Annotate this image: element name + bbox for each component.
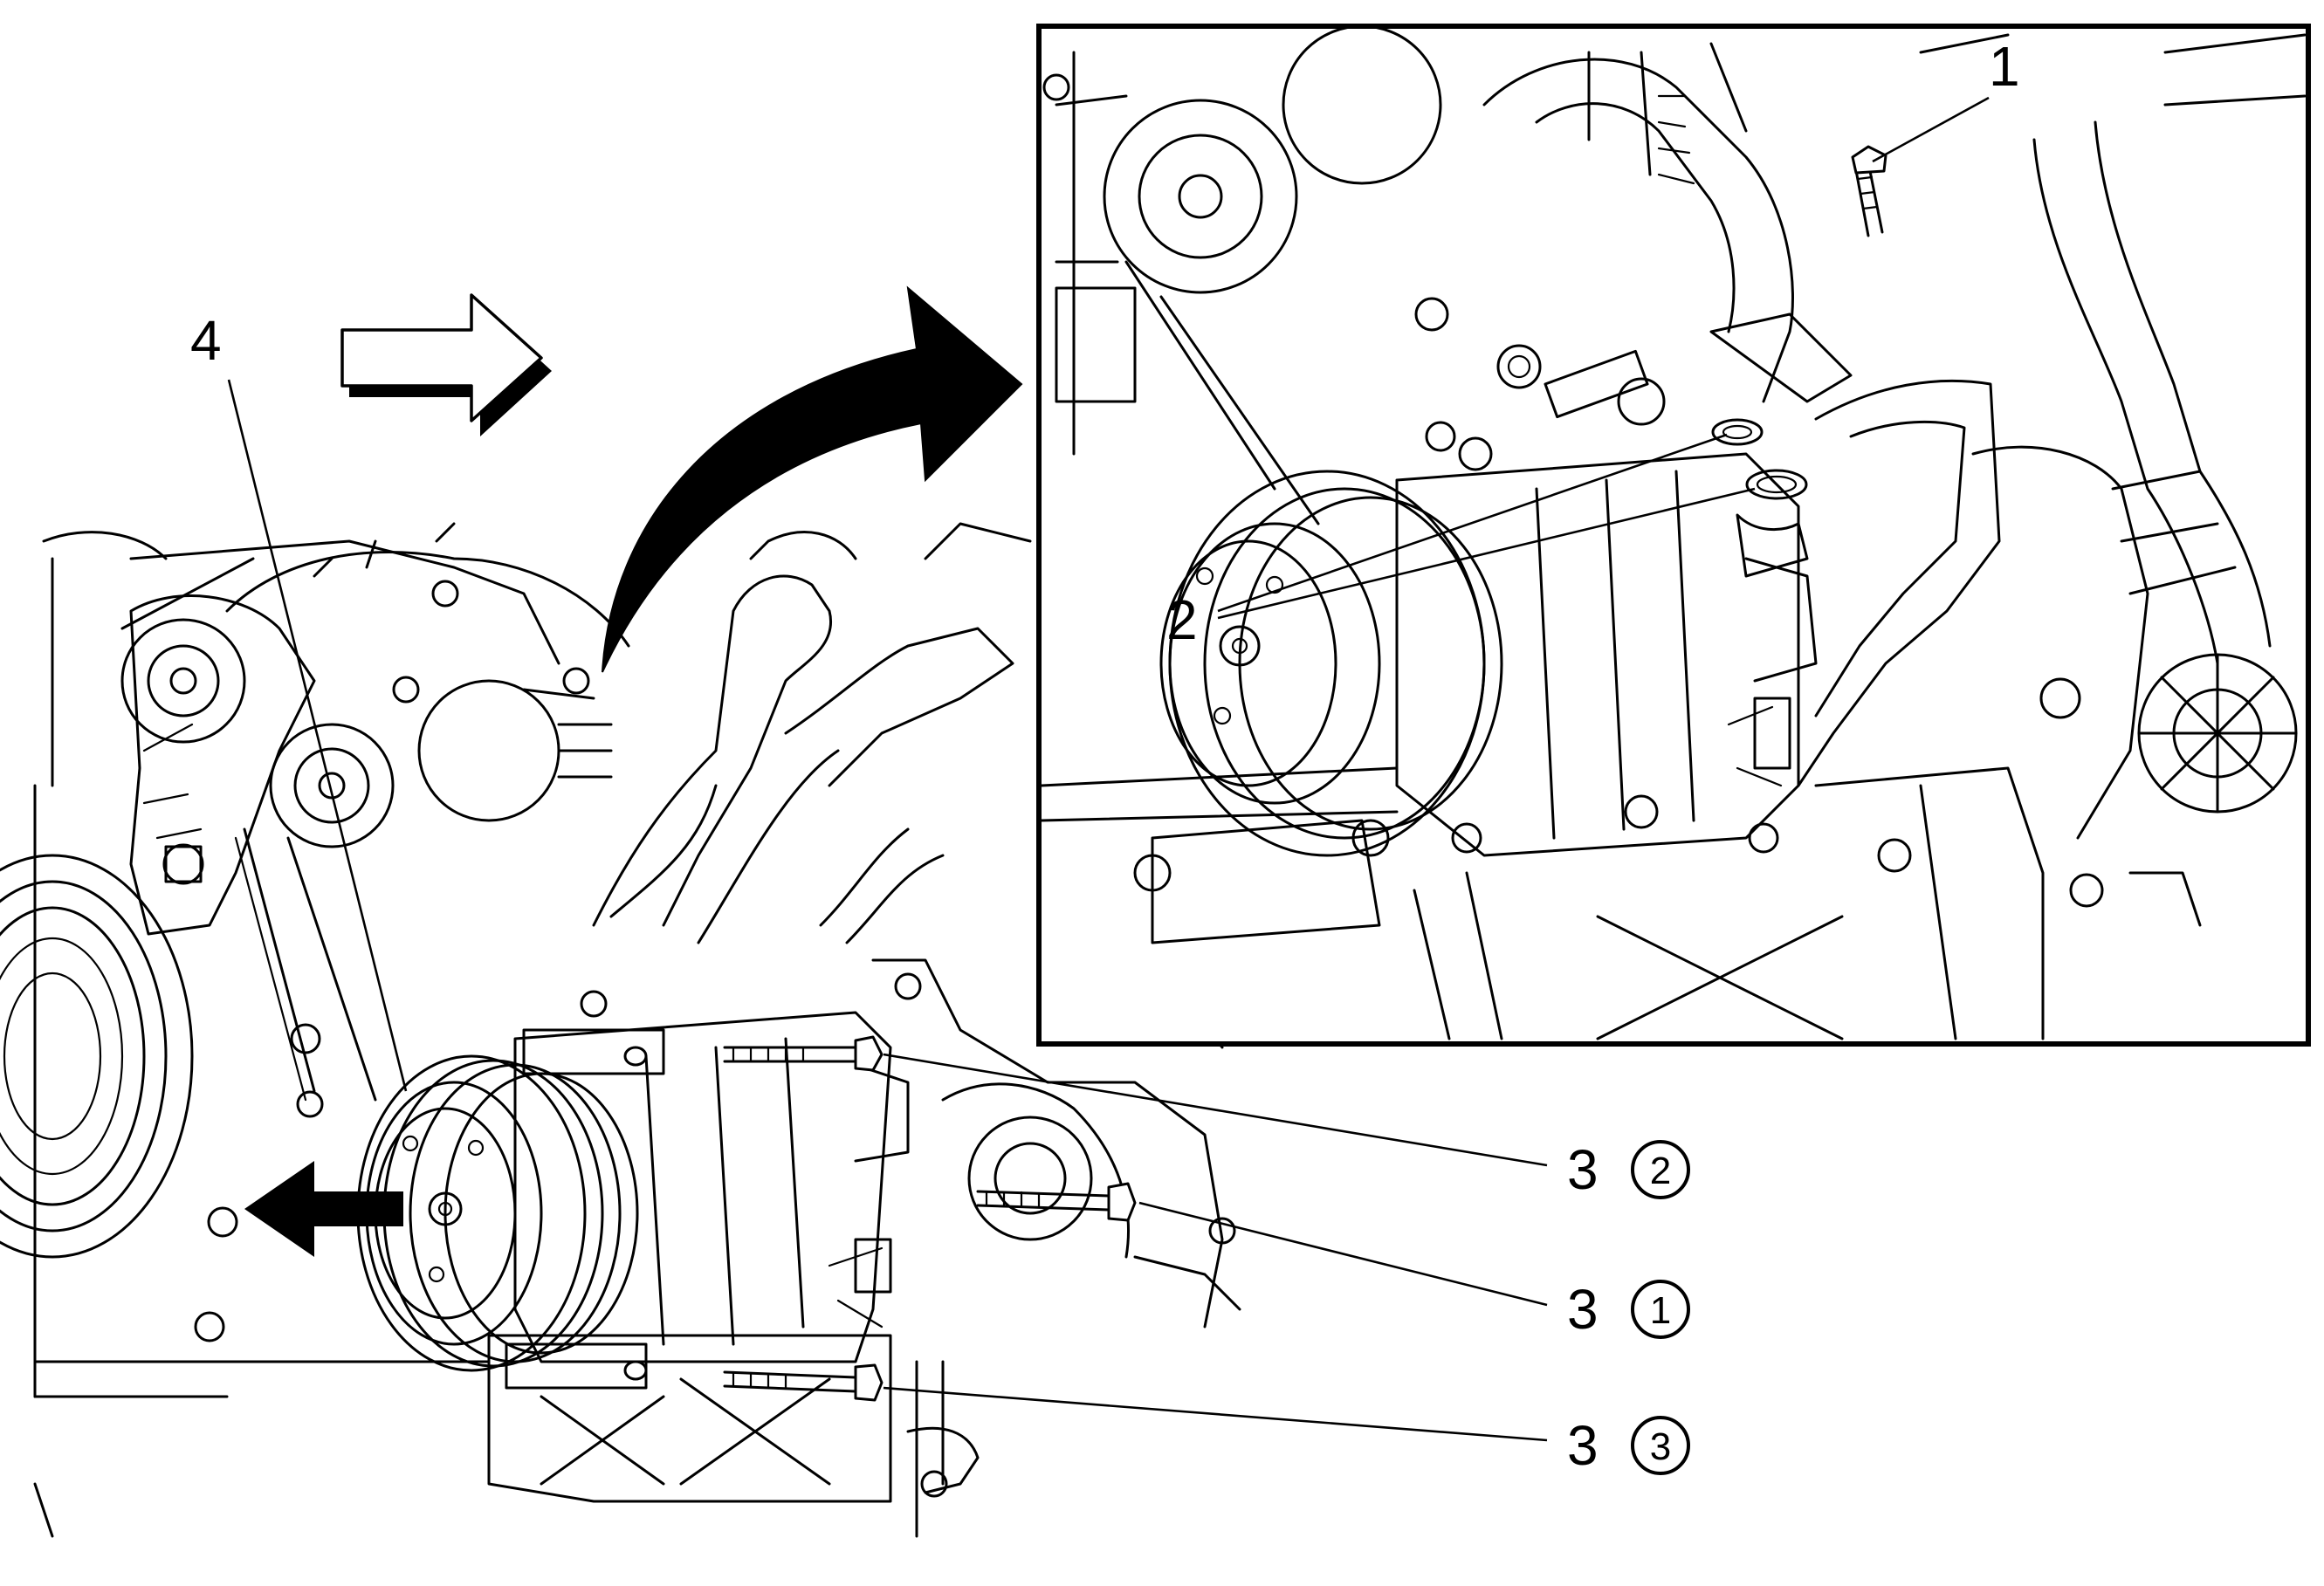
sequence-circle — [1631, 1416, 1690, 1475]
callout-2: 2 — [1166, 588, 1198, 651]
sequence-number: 3 — [1650, 1425, 1671, 1468]
idler-pulleys — [120, 618, 613, 885]
callout-3-number: 3 — [1567, 1278, 1599, 1341]
compressor-bolt-upper — [623, 1035, 884, 1072]
engine-bolts — [194, 580, 1236, 1498]
compressor-bolt-middle — [976, 1182, 1137, 1222]
curved-black-arrow-icon — [602, 285, 1023, 673]
ac-compressor — [505, 1011, 910, 1390]
callout-3-seq-2: 3 2 — [1567, 1138, 1690, 1201]
o-ring-upper — [1711, 418, 1764, 446]
callout-3-number: 3 — [1567, 1138, 1599, 1201]
callout-3-seq-3: 3 3 — [1567, 1414, 1690, 1477]
sequence-circle — [1631, 1280, 1690, 1339]
callout-3-number: 3 — [1567, 1414, 1599, 1477]
detail-inset — [1036, 24, 2311, 1047]
callout-3-seq-1: 3 1 — [1567, 1278, 1690, 1341]
o-ring-lower — [1745, 469, 1808, 500]
callout-4: 4 — [190, 309, 222, 372]
engine-line-art — [0, 522, 1241, 1538]
leader-lines — [227, 96, 1990, 1442]
sequence-number: 1 — [1650, 1289, 1671, 1332]
crank-pulley — [0, 854, 194, 1259]
sequence-number: 2 — [1650, 1150, 1671, 1192]
callout-1: 1 — [1989, 35, 2020, 98]
compressor-bolt-lower — [623, 1360, 884, 1402]
sequence-circle — [1631, 1140, 1690, 1199]
hollow-right-arrow-icon — [340, 293, 552, 436]
solid-left-arrow-icon — [244, 1161, 403, 1257]
